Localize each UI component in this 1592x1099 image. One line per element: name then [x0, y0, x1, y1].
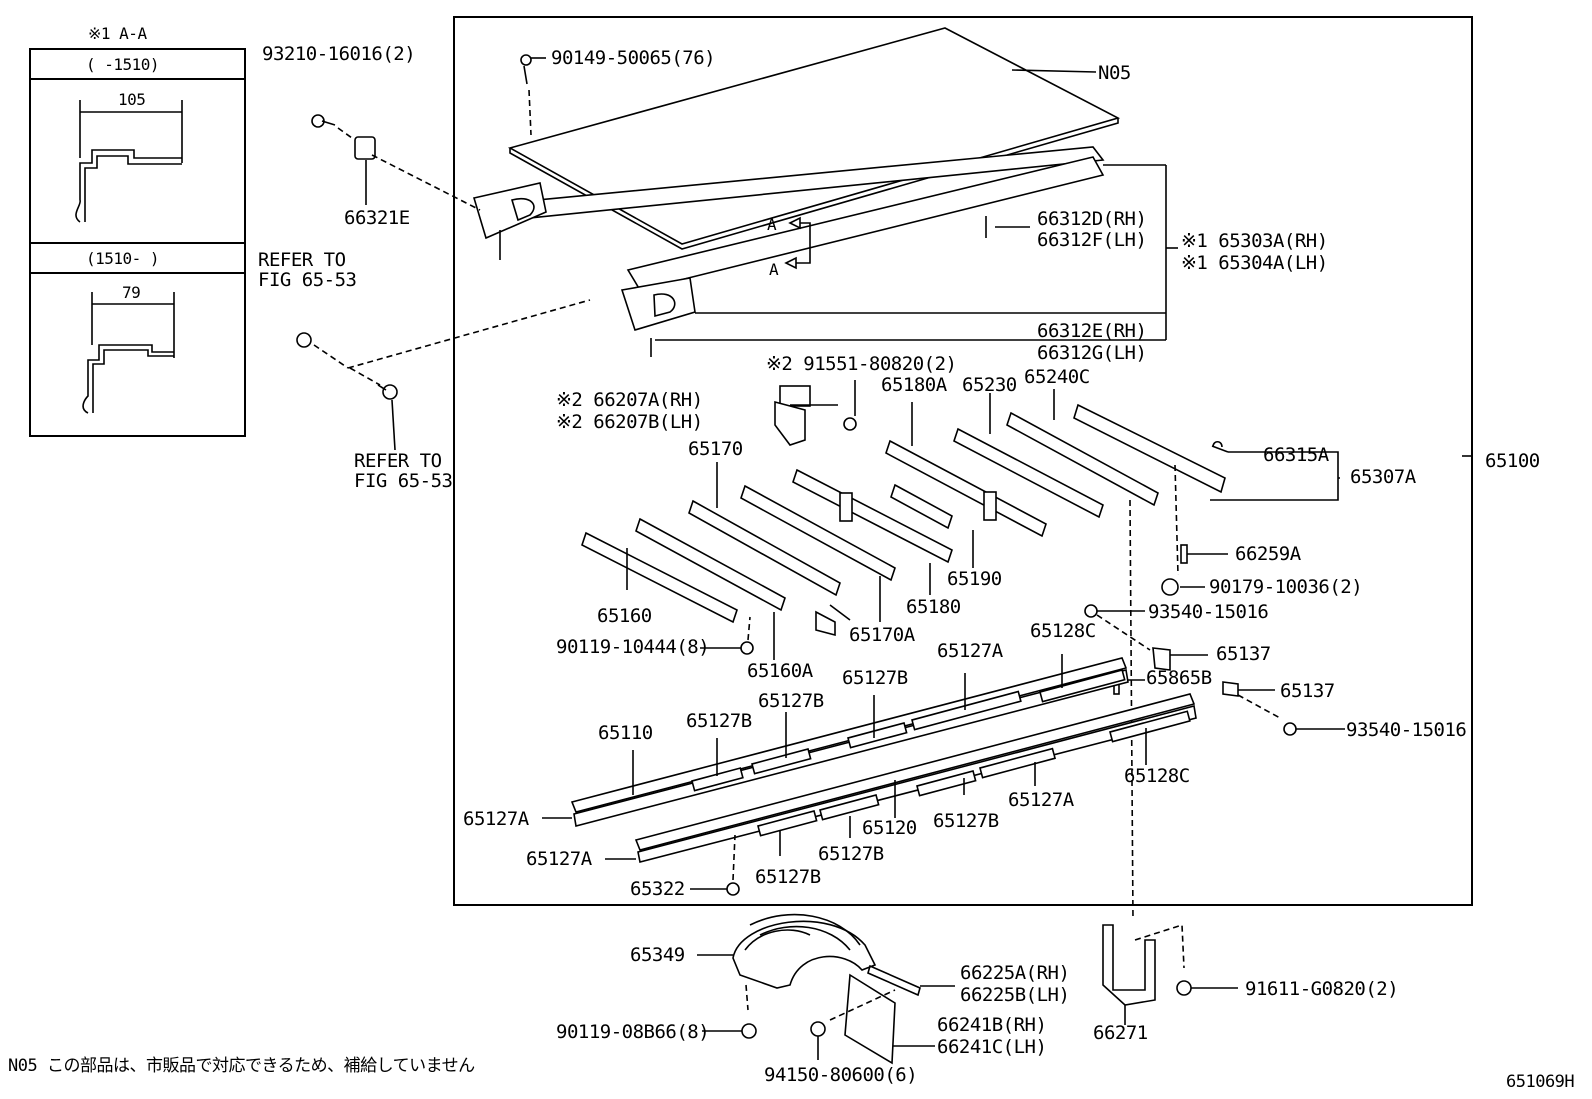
part-label: 66259A [1235, 543, 1301, 565]
part-label: ※1 65304A(LH) [1181, 252, 1328, 274]
section-marker: A [767, 215, 777, 234]
part-label: 65127B [818, 843, 884, 865]
inset-dim2: 79 [122, 283, 141, 302]
part-label: 65170 [688, 438, 743, 460]
part-label: 94150-80600(6) [764, 1064, 918, 1086]
part-label: 66241C(LH) [937, 1036, 1047, 1058]
part-label: 65127A [463, 808, 529, 830]
part-label: 66225B(LH) [960, 984, 1070, 1006]
part-label: 65127A [937, 640, 1003, 662]
part-label: 65307A [1350, 466, 1416, 488]
part-label: 66321E [344, 207, 410, 229]
part-label: 65127B [755, 866, 821, 888]
part-label: 65100 [1485, 450, 1540, 472]
part-label: 65127B [842, 667, 908, 689]
part-label: 66315A [1263, 444, 1329, 466]
part-label: N05 [1098, 62, 1131, 84]
part-label: ※2 91551-80820(2) [766, 353, 957, 375]
fender-shape [732, 920, 877, 989]
part-label: 90119-08B66(8) [556, 1021, 710, 1043]
part-label: 66312E(RH) [1037, 320, 1147, 342]
part-label: 65127A [526, 848, 592, 870]
part-label: 65127B [758, 690, 824, 712]
crossmembers [581, 380, 1226, 637]
reference-label: REFER TO [258, 249, 346, 271]
drawing-code: 651069H [1506, 1072, 1575, 1092]
part-label: 65127A [1008, 789, 1074, 811]
part-label: 65190 [947, 568, 1002, 590]
assembly-frame [453, 16, 1473, 906]
side-sills [570, 657, 1197, 863]
inset-range1: ( -1510) [86, 55, 160, 74]
part-label: 65865B [1146, 667, 1212, 689]
part-label: 65137 [1280, 680, 1335, 702]
part-label: 65110 [598, 722, 653, 744]
inset-title: ※1 A-A [88, 24, 147, 43]
part-label: 65120 [862, 817, 917, 839]
part-label: 66241B(RH) [937, 1014, 1047, 1036]
reference-label: REFER TO [354, 450, 442, 472]
part-label: 66225A(RH) [960, 962, 1070, 984]
reference-label: FIG 65-53 [258, 269, 357, 291]
part-label: 65170A [849, 624, 915, 646]
part-label: 66312G(LH) [1037, 342, 1147, 364]
footer-note: N05 この部品は、市販品で対応できるため、補給していません [8, 1056, 475, 1076]
part-label: 65160A [747, 660, 813, 682]
part-label: 65128C [1124, 765, 1190, 787]
part-label: 93540-15016 [1148, 601, 1269, 623]
part-label: 65180A [881, 374, 947, 396]
part-label: 90119-10444(8) [556, 636, 710, 658]
part-label: 65137 [1216, 643, 1271, 665]
section-marker: A [769, 260, 779, 279]
part-label: 65180 [906, 596, 961, 618]
part-label: 65128C [1030, 620, 1096, 642]
inset-range2: (1510- ) [86, 249, 160, 268]
part-label: 90149-50065(76) [551, 47, 716, 69]
section-inset [29, 48, 246, 437]
part-label: 65230 [962, 374, 1017, 396]
part-label: 90179-10036(2) [1209, 576, 1363, 598]
part-label: 65160 [597, 605, 652, 627]
part-label: ※1 65303A(RH) [1181, 230, 1328, 252]
reference-label: FIG 65-53 [354, 470, 453, 492]
part-label: 65127B [686, 710, 752, 732]
part-label: 65322 [630, 878, 685, 900]
part-label: 65240C [1024, 366, 1090, 388]
part-label: 65349 [630, 944, 685, 966]
part-label: 93210-16016(2) [262, 43, 416, 65]
inset-dim1: 105 [118, 90, 146, 109]
part-label: 66271 [1093, 1022, 1148, 1044]
part-label: 66312D(RH) [1037, 208, 1147, 230]
part-label: ※2 66207A(RH) [556, 389, 703, 411]
part-label: 65127B [933, 810, 999, 832]
part-label: ※2 66207B(LH) [556, 411, 703, 433]
part-label: 66312F(LH) [1037, 229, 1147, 251]
part-label: 91611-G0820(2) [1245, 978, 1399, 1000]
part-label: 93540-15016 [1346, 719, 1467, 741]
